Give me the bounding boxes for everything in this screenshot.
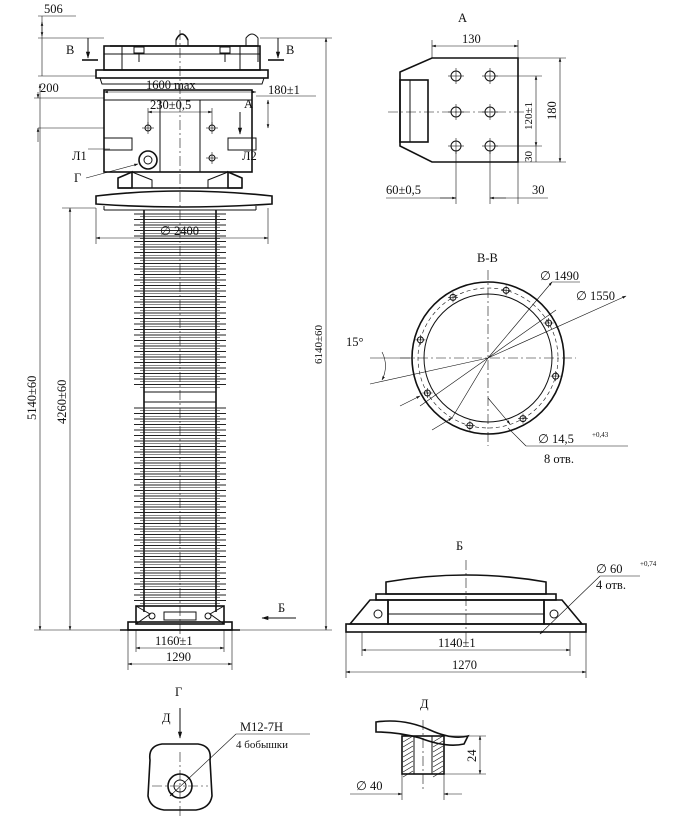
view-b: Б 1140±1 1270 ∅ 60 +0,74 4 отв. [345,539,657,678]
main-elevation-view [95,30,273,640]
section-bb-hole-tol: +0,43 [592,431,609,439]
base-frame [120,605,240,631]
terminal-l2-label: Л2 [242,149,257,163]
head-housing [103,89,257,189]
top-tank [95,33,269,85]
view-a-dim-30-edge: 30 [523,151,535,163]
dim-200: 200 [40,81,59,95]
view-g-title: Г [175,685,182,699]
view-a-title: А [458,11,467,25]
top-flange [95,190,273,211]
view-a-arrow-label: А [244,97,253,111]
section-bb-dia-1550: ∅ 1550 [576,289,615,303]
dim-1160: 1160±1 [155,634,193,648]
section-b-right-label: В [286,43,294,57]
view-b-hole-count: 4 отв. [596,578,626,592]
section-bb-dia-1490: ∅ 1490 [540,269,579,283]
section-bb-angle: 15° [346,335,364,349]
view-b-dim-1140: 1140±1 [438,636,476,650]
view-g-marker-label: Г [74,171,81,185]
main-view-dimensions: 506 В В 1600 max 200 180±1 230±0,5 А Л1 … [25,2,332,670]
section-b-left-label: В [66,43,74,57]
section-bb-hole-count: 8 отв. [544,452,574,466]
dim-6140: 6140±60 [313,324,325,364]
view-b-dim-1270: 1270 [452,658,477,672]
view-g-arrow-label: Д [162,711,171,725]
view-b-hole-tol: +0,74 [640,560,657,568]
dim-1290: 1290 [166,650,191,664]
view-b-title: Б [456,539,463,553]
view-d-dim-24: 24 [465,749,479,762]
view-a-dim-30-bottom: 30 [532,183,545,197]
view-a-dim-130: 130 [462,32,481,46]
section-bb: В-В ∅ 1490 ∅ 1550 15° ∅ 14,5 +0,43 8 отв… [346,251,628,466]
dim-180: 180±1 [268,83,300,97]
dim-5140: 5140±60 [25,376,39,420]
view-b-hole-dia: ∅ 60 [596,562,623,576]
view-d-title: Д [420,697,429,711]
dim-506: 506 [44,2,63,16]
view-g-thread: М12-7Н [240,720,283,734]
view-g-boss-count: 4 бобышки [236,739,288,751]
view-d-dim-40: ∅ 40 [356,779,383,793]
view-a: А 130 120±1 180 30 60±0,5 30 [386,11,566,204]
dim-230: 230±0,5 [150,98,191,112]
dim-2400: ∅ 2400 [160,224,199,238]
view-a-dim-120: 120±1 [523,102,535,130]
view-d: Д 24 ∅ 40 [350,697,486,800]
section-bb-title: В-В [477,251,498,265]
section-bb-hole-dia: ∅ 14,5 [538,432,574,446]
terminal-l1-label: Л1 [72,149,87,163]
view-a-dim-60: 60±0,5 [386,183,421,197]
view-a-dim-180: 180 [545,101,559,120]
view-b-arrow-label: Б [278,601,285,615]
view-g: Г Д М12-7Н 4 бобышки [147,685,310,818]
dim-4260: 4260±60 [55,380,69,424]
dim-1600-max: 1600 max [146,78,196,92]
